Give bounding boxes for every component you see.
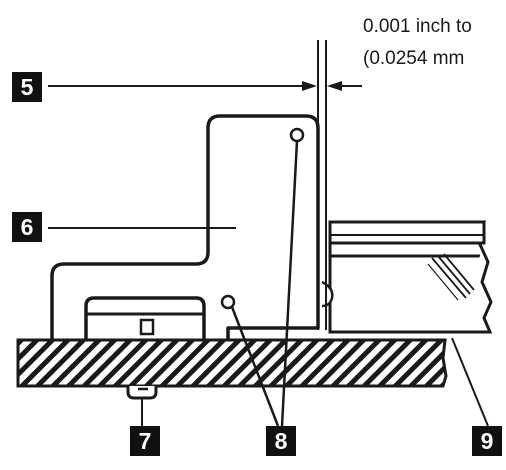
leader-8-upper — [280, 140, 299, 427]
leader-8-lower — [230, 306, 280, 427]
base-plate — [16, 338, 448, 388]
callout-8: 8 — [266, 426, 296, 456]
callout-6: 6 — [12, 212, 42, 242]
clearance-note-line1: 0.001 inch to — [363, 16, 472, 37]
callout-7: 7 — [130, 426, 160, 456]
bracket — [50, 114, 320, 340]
callout-9: 9 — [472, 426, 502, 456]
callout-5: 5 — [12, 72, 42, 102]
glass-panel — [330, 243, 491, 332]
leader-9 — [451, 337, 489, 427]
clamp-block — [84, 296, 206, 340]
clearance-note-line2: (0.0254 mm — [363, 48, 465, 69]
glass-top-edge — [328, 220, 486, 245]
arrowhead-right — [327, 81, 342, 91]
lower-hole — [220, 294, 236, 310]
arrowhead-left — [302, 81, 317, 91]
upper-hole — [289, 127, 305, 143]
clamp-screw-head — [139, 318, 155, 336]
